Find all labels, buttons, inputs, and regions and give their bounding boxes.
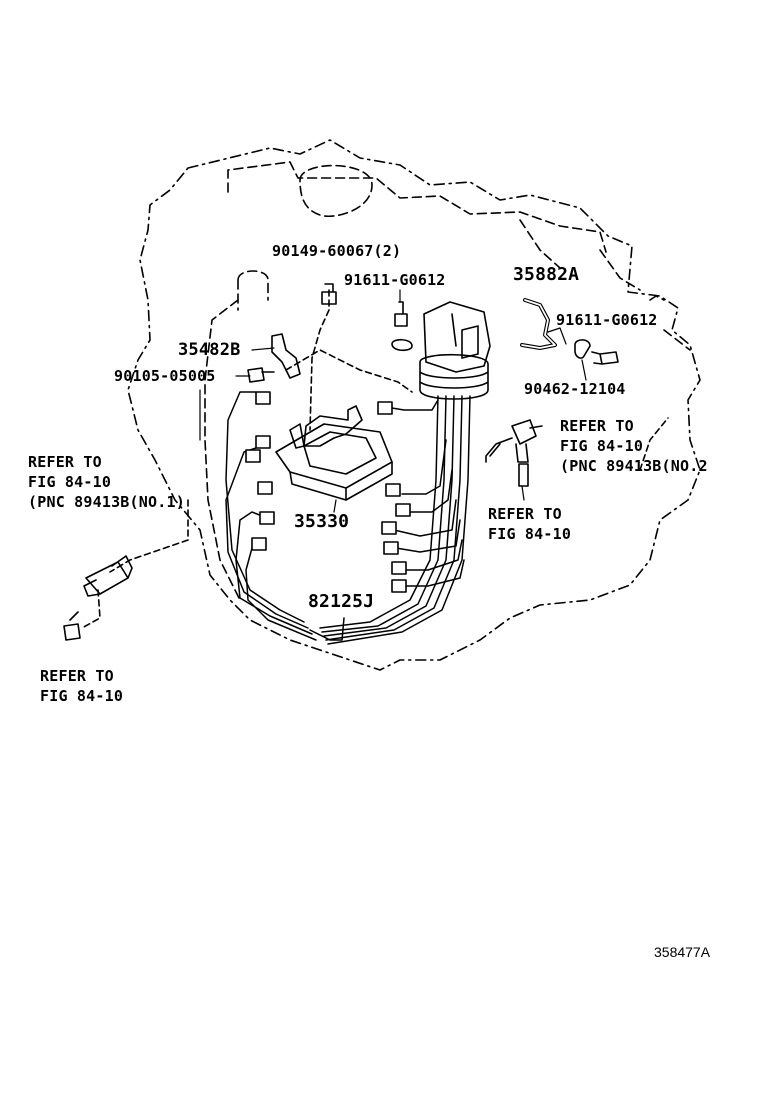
leader-lines	[199, 289, 587, 513]
speed-sensor-right	[485, 419, 543, 487]
ref-right-line1: REFER TO	[560, 417, 634, 435]
reference-note-left: REFER TO FIG 84-10 (PNC 89413B(NO.1)	[28, 452, 185, 512]
reference-note-bottom-left: REFER TO FIG 84-10	[40, 666, 123, 706]
part-label-90149-60067: 90149-60067(2)	[272, 242, 402, 260]
part-label-82125j: 82125J	[308, 591, 375, 612]
guide-line-top-bolt	[309, 289, 330, 431]
part-label-90462-12104: 90462-12104	[524, 380, 626, 398]
part-label-91611-g0612-left: 91611-G0612	[344, 271, 446, 289]
ref-left-line1: REFER TO	[28, 453, 102, 471]
pipe-35882a-inner	[521, 299, 556, 349]
part-label-35882a: 35882A	[513, 264, 580, 285]
wire-bundle-82125j	[225, 391, 471, 645]
guide-line-right-sensor	[639, 417, 669, 471]
ref-right-lower-line1: REFER TO	[488, 505, 562, 523]
part-label-35330: 35330	[294, 511, 350, 532]
illustration-id: 358477A	[654, 944, 711, 960]
case-ridge-right	[519, 219, 691, 351]
solenoid-block-35330	[275, 405, 393, 501]
case-inner-outline	[227, 161, 607, 253]
ref-bottom-left-line2: FIG 84-10	[40, 687, 124, 705]
bracket-35482b	[271, 333, 301, 379]
transmission-case-outline	[127, 139, 701, 671]
ref-bottom-left-line1: REFER TO	[40, 667, 114, 685]
bolt-left-sensor	[63, 611, 81, 641]
harness-grommet	[419, 353, 489, 400]
ref-left-line2: FIG 84-10	[28, 473, 112, 491]
ref-left-line3: (PNC 89413B(NO.1)	[28, 493, 185, 511]
harness-plug-connectors	[245, 391, 411, 593]
ref-right-line2: FIG 84-10	[560, 437, 644, 455]
guide-line-left-bolt	[81, 589, 101, 629]
ref-right-lower-line2: FIG 84-10	[488, 525, 572, 543]
part-label-35482b: 35482B	[178, 340, 241, 360]
harness-ring-terminal	[391, 338, 413, 352]
bolt-91611-right	[591, 351, 619, 365]
clamp-90462	[574, 339, 591, 359]
ref-right-line3: (PNC 89413B(NO.2	[560, 457, 708, 475]
bolt-91611-left	[394, 301, 408, 327]
reference-note-right-lower: REFER TO FIG 84-10	[488, 504, 571, 544]
part-label-91611-g0612-right: 91611-G0612	[556, 311, 658, 329]
harness-connector-housing	[423, 301, 491, 373]
case-boss-left	[204, 270, 269, 601]
part-label-90105-05005: 90105-05005	[114, 367, 216, 385]
guide-line-bracket	[285, 349, 413, 393]
reference-note-right: REFER TO FIG 84-10 (PNC 89413B(NO.2	[560, 416, 708, 476]
speed-sensor-left	[83, 555, 133, 597]
bolt-90149	[321, 283, 337, 305]
bolt-90105	[247, 367, 275, 383]
case-boss-circle	[299, 164, 373, 217]
